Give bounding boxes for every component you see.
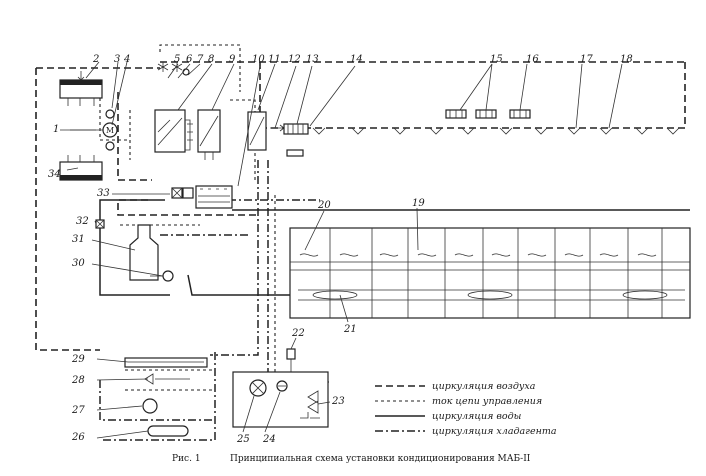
label-9: 9 [229, 54, 236, 65]
label-29: 29 [71, 354, 85, 365]
label-10: 10 [252, 54, 265, 65]
label-19: 19 [412, 198, 425, 209]
label-22: 22 [291, 328, 305, 339]
label-20: 20 [317, 200, 331, 211]
component-2-air-damper [59, 71, 103, 106]
component-29-heat-exchanger [124, 357, 208, 368]
label-24: 24 [262, 434, 276, 445]
label-27: 27 [71, 405, 85, 416]
label-15: 15 [490, 54, 503, 65]
label-13: 13 [306, 54, 319, 65]
component-7-8-heat-exchanger [154, 109, 193, 153]
refrigerant-lines [99, 160, 320, 441]
component-32-valve [95, 219, 105, 229]
leader-lines [60, 61, 623, 439]
label-3: 3 [114, 54, 120, 65]
label-21: 21 [343, 324, 357, 335]
label-1: 1 [53, 124, 59, 135]
legend: циркуляция воздуха ток цепи управления ц… [375, 381, 557, 437]
component-27-pump [142, 398, 158, 414]
motor-symbol: М [106, 126, 114, 135]
compressor-unit [232, 371, 329, 428]
component-3-4-sensors [105, 109, 115, 151]
water-lines [99, 199, 690, 296]
component-10-condenser [195, 185, 233, 209]
label-23: 23 [331, 396, 345, 407]
figure-caption: Принципиальная схема установки кондицион… [230, 454, 531, 464]
legend-control-label: ток цепи управления [432, 396, 542, 407]
label-12: 12 [288, 54, 301, 65]
label-2: 2 [92, 54, 99, 65]
component-31-receiver [129, 224, 159, 281]
label-26: 26 [71, 432, 85, 443]
label-32: 32 [76, 216, 89, 227]
component-15-16-thermostats [445, 109, 531, 119]
label-7: 7 [197, 54, 204, 65]
component-14-17-18-air-diffusers [312, 127, 680, 135]
refrigerated-chamber [289, 227, 691, 319]
label-33: 33 [97, 188, 110, 199]
label-17: 17 [580, 54, 593, 65]
component-33-valve-block [171, 187, 194, 199]
component-26-tank [147, 425, 189, 437]
component-12-flow-arrow [270, 124, 285, 132]
label-8: 8 [208, 54, 214, 65]
label-16: 16 [526, 54, 539, 65]
label-28: 28 [71, 375, 85, 386]
chamber-evaporator-coils [299, 253, 657, 257]
component-13-terminal-block [283, 123, 309, 157]
label-34: 34 [48, 169, 61, 180]
component-22-sensor [286, 348, 296, 372]
label-4: 4 [123, 54, 130, 65]
component-9-heat-exchanger [197, 109, 221, 160]
legend-water-label: циркуляция воды [432, 411, 522, 422]
legend-refrigerant-label: циркуляция хладагента [432, 426, 557, 437]
label-11: 11 [268, 54, 281, 65]
label-25: 25 [236, 434, 250, 445]
label-14: 14 [350, 54, 363, 65]
legend-air-label: циркуляция воздуха [432, 381, 536, 392]
label-18: 18 [620, 54, 633, 65]
label-6: 6 [186, 54, 193, 65]
control-lines [99, 44, 330, 391]
label-5: 5 [174, 54, 180, 65]
component-34-air-damper [59, 155, 103, 181]
component-28-valve [144, 373, 190, 385]
figure-number: Рис. 1 [172, 454, 201, 464]
label-30: 30 [72, 258, 85, 269]
label-31: 31 [72, 234, 85, 245]
